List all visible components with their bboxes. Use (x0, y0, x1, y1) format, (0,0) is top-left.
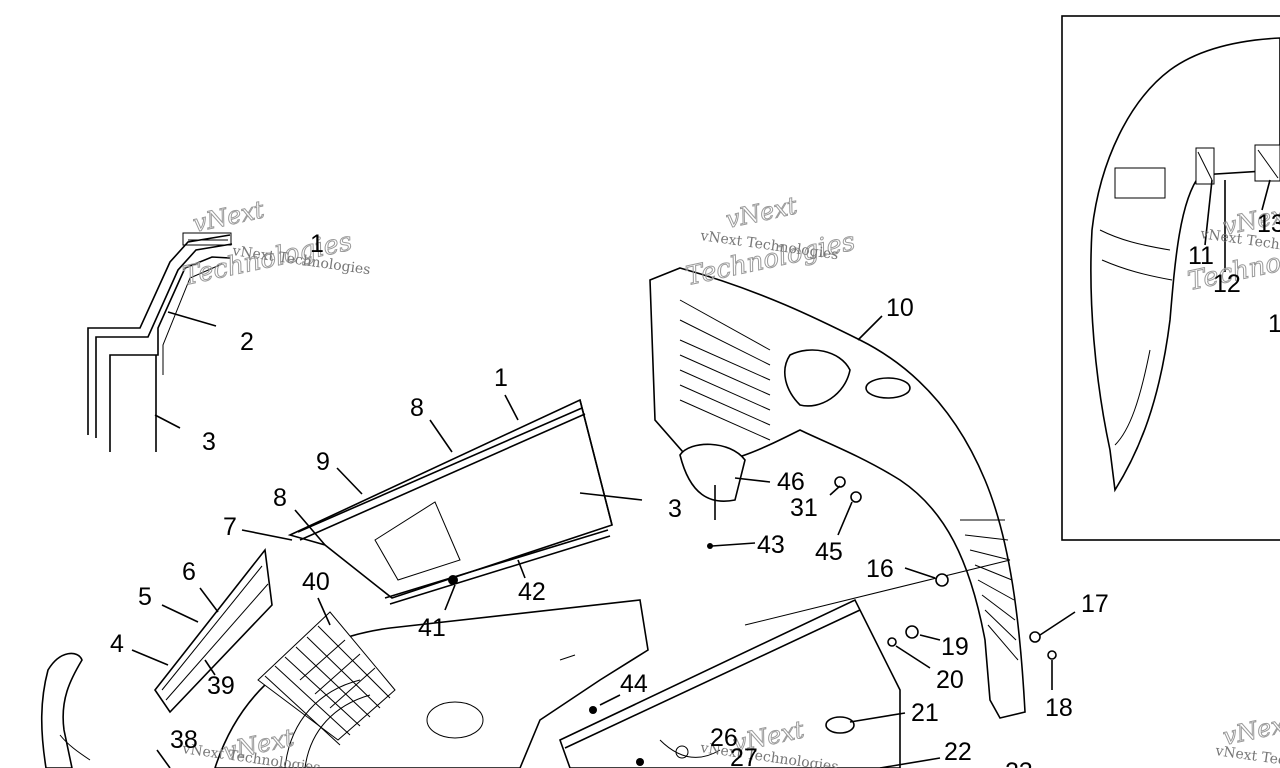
callout-label: 16 (866, 555, 894, 583)
callout-label: 5 (138, 583, 152, 611)
callout-label: 8 (410, 394, 424, 422)
callout-label: 17 (1081, 590, 1109, 618)
callout-label: 44 (620, 670, 648, 698)
side-panel (241, 394, 643, 611)
callout-label: 27 (730, 744, 758, 768)
callout-label: 8 (273, 484, 287, 512)
grille-assembly (214, 597, 649, 768)
callout-label: 1 (494, 364, 508, 392)
callout-label: 6 (182, 558, 196, 586)
callout-label: 22 (944, 738, 972, 766)
fasteners (707, 476, 1076, 768)
callout-label: 9 (316, 448, 330, 476)
callout-label: 46 (777, 468, 805, 496)
watermark-caption: vNext Technologies (1213, 743, 1280, 768)
callout-label: 1 (1268, 310, 1280, 338)
callout-label: 4 (110, 630, 124, 658)
callout-label: 21 (911, 699, 939, 727)
watermark-brand: vNext (723, 191, 800, 233)
callout-label: 3 (202, 428, 216, 456)
callout-label: 10 (886, 294, 914, 322)
callout-label: 42 (518, 578, 546, 606)
callout-label: 19 (941, 633, 969, 661)
callout-label: 23 (1005, 758, 1033, 768)
trim-parts (40, 548, 273, 768)
callout-labels: 1 2 3 1 8 9 8 7 3 41 42 6 5 4 39 40 38 1… (110, 210, 1280, 768)
callout-label: 12 (1213, 270, 1241, 298)
watermark-brand: vNext (190, 195, 267, 237)
callout-label: 7 (223, 513, 237, 541)
callout-label: 40 (302, 568, 330, 596)
callout-label: 3 (668, 495, 682, 523)
callout-label: 41 (418, 614, 446, 642)
hood-shroud (649, 267, 1026, 719)
callout-label: 38 (170, 726, 198, 754)
callout-label: 2 (240, 328, 254, 356)
callout-label: 1 (310, 230, 324, 258)
callout-label: 11 (1188, 242, 1214, 270)
callout-label: 39 (207, 672, 235, 700)
callout-label: 26 (710, 724, 738, 752)
callout-label: 43 (757, 531, 785, 559)
section-detail (87, 232, 233, 452)
inset-detail (1061, 15, 1280, 541)
callout-label: 13 (1257, 210, 1280, 238)
callout-label: 18 (1045, 694, 1073, 722)
callout-label: 45 (815, 538, 843, 566)
callout-label: 20 (936, 666, 964, 694)
lower-panel (559, 598, 901, 768)
callout-label: 31 (790, 494, 818, 522)
